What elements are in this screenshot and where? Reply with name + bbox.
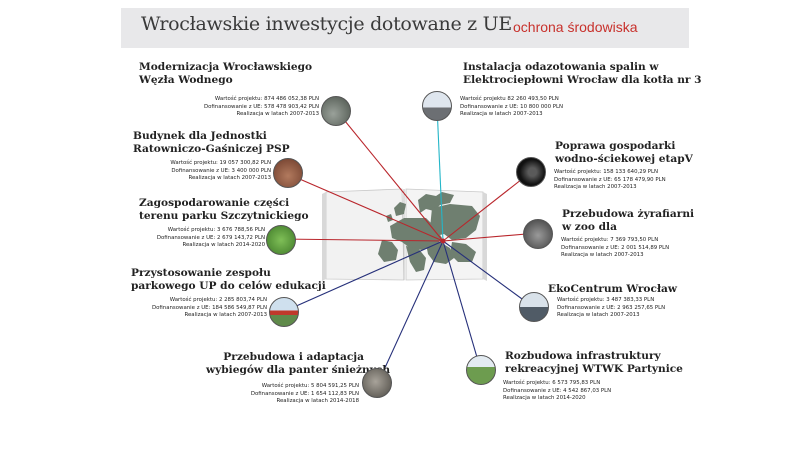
project-period: Realizacja w latach 2007-2013 bbox=[236, 111, 319, 118]
project-photo bbox=[519, 292, 549, 322]
project-psp-details: Wartość projektu: 19 057 300,82 PLN Dofi… bbox=[141, 160, 271, 183]
project-title-line-1: Przebudowa i adaptacja bbox=[223, 351, 364, 363]
connector-line-3 bbox=[287, 173, 444, 242]
project-title-line-1: Przebudowa żyrafiarni bbox=[562, 208, 695, 220]
project-title-line-2: wybiegów dla panter śnieżnych bbox=[206, 364, 391, 376]
project-title-line-1: Rozbudowa infrastruktury bbox=[505, 350, 661, 362]
connector-line-1 bbox=[335, 109, 444, 242]
project-cofinance: Dofinansowanie z UE: 184 586 549,87 PLN bbox=[151, 304, 267, 311]
project-partynice-details: Wartość projektu: 6 573 795,83 PLN Dofin… bbox=[503, 380, 633, 403]
project-value: Wartość projektu: 6 573 795,83 PLN bbox=[503, 380, 601, 386]
project-period: Realizacja w latach 2014-2020 bbox=[503, 395, 586, 402]
europe-map-book bbox=[322, 188, 487, 281]
project-photo bbox=[321, 96, 351, 126]
project-pantery-details: Wartość projektu: 5 804 591,25 PLN Dofin… bbox=[229, 383, 359, 406]
project-title-line-2: w zoo dla bbox=[562, 221, 617, 233]
project-period: Realizacja w latach 2007-2013 bbox=[554, 184, 637, 191]
project-period: Realizacja w latach 2007-2013 bbox=[561, 252, 644, 259]
project-cofinance: Dofinansowanie z UE: 10 800 000 PLN bbox=[460, 103, 564, 110]
project-period: Realizacja w latach 2014-2020 bbox=[182, 242, 265, 249]
project-psp: Budynek dla Jednostki Ratowniczo-Gaśnicz… bbox=[133, 130, 293, 156]
header-bar bbox=[121, 8, 689, 48]
project-cofinance: Dofinansowanie z UE: 578 478 903,42 PLN bbox=[203, 103, 319, 110]
project-cofinance: Dofinansowanie z UE: 65 178 479,90 PLN bbox=[554, 176, 666, 183]
connector-line-4 bbox=[442, 171, 532, 242]
project-title-line-2: wodno-ściekowej etapV bbox=[555, 153, 693, 165]
project-park-szczytnicki: Zagospodarowanie części terenu parku Szc… bbox=[139, 197, 309, 223]
project-title-line-2: rekreacyjnej WTWK Partynice bbox=[505, 363, 683, 375]
project-period: Realizacja w latach 2007-2013 bbox=[557, 312, 640, 319]
project-elektrocieplownia: Instalacja odazotowania spalin w Elektro… bbox=[463, 61, 702, 87]
category-tag: ochrona środowiska bbox=[513, 19, 638, 35]
project-value: Wartość projektu 82 260 493,50 PLN bbox=[460, 96, 559, 102]
connector-line-7 bbox=[284, 240, 444, 312]
project-value: Wartość projektu: 2 285 803,74 PLN bbox=[169, 297, 267, 303]
project-ekocentrum-details: Wartość projektu: 3 487 383,33 PLN Dofin… bbox=[557, 297, 687, 320]
project-title-line-1: Modernizacja Wrocławskiego bbox=[139, 61, 313, 73]
project-title-line-2: Ratowniczo-Gaśniczej PSP bbox=[133, 143, 290, 155]
project-zyrafiarnia: Przebudowa żyrafiarni w zoo dla bbox=[562, 208, 695, 234]
project-park-szczytnicki-details: Wartość projektu: 3 676 788,56 PLN Dofin… bbox=[138, 227, 265, 250]
project-cofinance: Dofinansowanie z UE: 2 679 143,72 PLN bbox=[156, 234, 265, 241]
project-title-line-2: Elektrociepłowni Wrocław dla kotła nr 3 bbox=[463, 74, 702, 86]
project-photo bbox=[523, 219, 553, 249]
project-ogrod-up: Przystosowanie zespołu parkowego UP do c… bbox=[131, 267, 326, 293]
project-gospodarka-wodna-details: Wartość projektu: 158 133 640,29 PLN Dof… bbox=[554, 169, 684, 192]
project-partynice: Rozbudowa infrastruktury rekreacyjnej WT… bbox=[505, 350, 683, 376]
connector-line-6 bbox=[442, 232, 539, 242]
project-elektrocieplownia-details: Wartość projektu 82 260 493,50 PLN Dofin… bbox=[460, 96, 590, 119]
project-gospodarka-wodna: Poprawa gospodarki wodno-ściekowej etapV bbox=[555, 140, 693, 166]
project-ogrod-up-details: Wartość projektu: 2 285 803,74 PLN Dofin… bbox=[137, 297, 267, 320]
project-value: Wartość projektu: 158 133 640,29 PLN bbox=[554, 169, 659, 175]
project-title-line-2: Węzła Wodnego bbox=[139, 74, 233, 86]
wroclaw-marker bbox=[440, 238, 446, 244]
project-photo bbox=[466, 355, 496, 385]
project-value: Wartość projektu: 3 676 788,56 PLN bbox=[167, 227, 265, 233]
project-title-line-1: Zagospodarowanie części bbox=[139, 197, 290, 209]
connector-line-2 bbox=[436, 105, 444, 242]
project-ekocentrum: EkoCentrum Wrocław bbox=[548, 283, 678, 296]
project-cofinance: Dofinansowanie z UE: 2 963 257,65 PLN bbox=[557, 304, 666, 311]
project-period: Realizacja w latach 2007-2013 bbox=[188, 175, 271, 182]
project-value: Wartość projektu: 5 804 591,25 PLN bbox=[261, 383, 359, 389]
project-wezel-wodny-details: Wartość projektu: 874 486 052,38 PLN Dof… bbox=[189, 96, 319, 119]
project-zyrafiarnia-details: Wartość projektu: 7 369 793,50 PLN Dofin… bbox=[561, 237, 691, 260]
project-title-line-1: Instalacja odazotowania spalin w bbox=[463, 61, 659, 73]
project-cofinance: Dofinansowanie z UE: 2 001 514,89 PLN bbox=[561, 244, 670, 251]
connector-line-9 bbox=[377, 240, 444, 384]
connector-line-8 bbox=[442, 240, 534, 308]
project-period: Realizacja w latach 2007-2013 bbox=[184, 312, 267, 319]
project-value: Wartość projektu: 874 486 052,38 PLN bbox=[214, 96, 319, 102]
project-photo bbox=[269, 297, 299, 327]
project-value: Wartość projektu: 3 487 383,33 PLN bbox=[557, 297, 655, 303]
project-value: Wartość projektu: 7 369 793,50 PLN bbox=[561, 237, 659, 243]
page-title: Wrocławskie inwestycje dotowane z UE bbox=[141, 13, 512, 35]
connector-line-5 bbox=[279, 238, 444, 242]
project-cofinance: Dofinansowanie z UE: 1 654 112,83 PLN bbox=[250, 390, 359, 397]
project-pantery: Przebudowa i adaptacja wybiegów dla pant… bbox=[206, 351, 391, 377]
project-wezel-wodny: Modernizacja Wrocławskiego Węzła Wodnego bbox=[139, 61, 329, 87]
project-photo bbox=[422, 91, 452, 121]
project-cofinance: Dofinansowanie z UE: 3 400 000 PLN bbox=[171, 167, 271, 174]
project-title-line-1: EkoCentrum Wrocław bbox=[548, 283, 678, 295]
project-title-line-1: Poprawa gospodarki bbox=[555, 140, 676, 152]
project-title-line-1: Budynek dla Jednostki bbox=[133, 130, 267, 142]
project-title-line-2: parkowego UP do celów edukacji bbox=[131, 280, 326, 292]
project-title-line-1: Przystosowanie zespołu bbox=[131, 267, 271, 279]
project-title-line-2: terenu parku Szczytnickiego bbox=[139, 210, 309, 222]
project-photo bbox=[273, 158, 303, 188]
project-photo bbox=[362, 368, 392, 398]
connector-line-10 bbox=[442, 240, 482, 372]
project-photo bbox=[266, 225, 296, 255]
project-period: Realizacja w latach 2014-2018 bbox=[276, 398, 359, 405]
project-photo bbox=[516, 157, 546, 187]
project-value: Wartość projektu: 19 057 300,82 PLN bbox=[170, 160, 271, 166]
project-cofinance: Dofinansowanie z UE: 4 542 867,03 PLN bbox=[503, 387, 612, 394]
project-period: Realizacja w latach 2007-2013 bbox=[460, 111, 543, 118]
